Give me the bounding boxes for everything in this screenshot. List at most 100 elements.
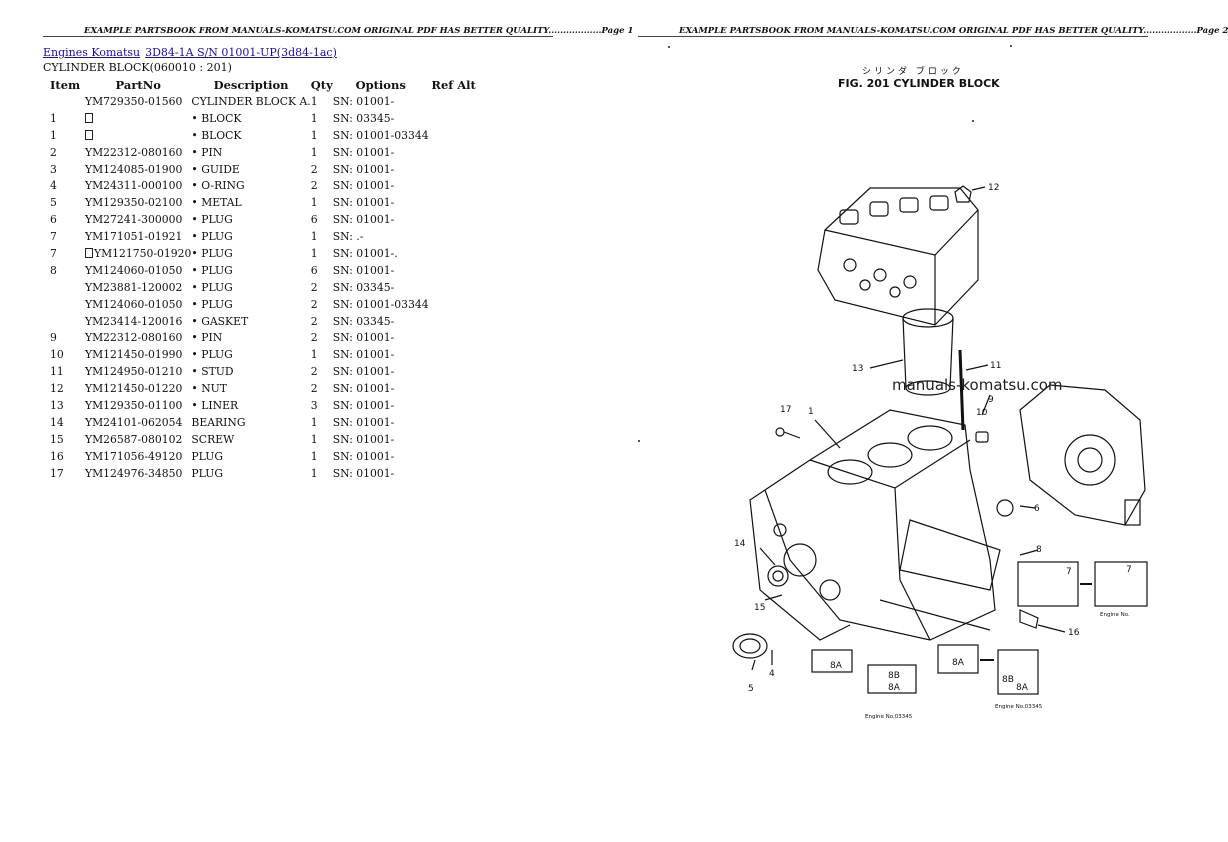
page-header-right: EXAMPLE PARTSBOOK FROM MANUALS-KOMATSU.C…	[679, 26, 1228, 36]
part-number-text: YM129350-02100	[85, 196, 183, 210]
cell-qty: 1	[310, 94, 318, 108]
bearing-14-shape	[767, 565, 789, 587]
cell-partno: YM26587-080102	[85, 431, 191, 448]
cell-ref-alt	[429, 228, 479, 245]
cell-partno: YM24101-062054	[85, 414, 191, 431]
cell-qty: 1	[310, 348, 318, 362]
cell-description: • PLUG	[191, 246, 233, 260]
cell-item: 8	[50, 263, 57, 277]
cell-description: • PIN	[191, 145, 223, 159]
cell-partno: YM121750-01920	[85, 245, 191, 262]
detail-box-8a	[937, 644, 979, 674]
cell-qty: 2	[310, 297, 318, 311]
part-number-text: YM729350-01560	[85, 94, 183, 108]
cell-options: SN: 01001-	[332, 263, 395, 277]
cell-description: • BLOCK	[191, 111, 242, 125]
part-number-text: YM124950-01210	[85, 365, 183, 379]
cell-options: SN: 03345-	[332, 314, 395, 328]
breadcrumb: Engines Komatsu 3D84-1A S/N 01001-UP(3d84…	[43, 46, 337, 59]
nut-12-shape	[954, 185, 972, 203]
cell-options: SN: 03345-	[332, 111, 395, 125]
cell-options: SN: 01001-	[332, 196, 395, 210]
cell-partno: YM171056-49120	[85, 448, 191, 465]
engine-note: Engine No.	[1100, 612, 1130, 618]
cell-options: SN: 01001-03344	[332, 297, 429, 311]
header-divider-right	[638, 36, 1148, 37]
cell-partno: YM124950-01210	[85, 363, 191, 380]
cell-qty: 2	[310, 280, 318, 294]
cell-options: SN: 01001-	[332, 382, 395, 396]
cell-item	[43, 296, 85, 313]
col-header-options: Options	[355, 78, 406, 92]
cell-item: 6	[50, 213, 57, 227]
cell-description: PLUG	[191, 449, 223, 463]
cell-options: SN: 01001-	[332, 449, 395, 463]
cell-ref-alt	[429, 144, 479, 161]
cell-item: 7	[50, 246, 57, 260]
cell-description: • PLUG	[191, 348, 233, 362]
cell-partno	[85, 110, 191, 127]
cell-ref-alt	[429, 177, 479, 194]
cell-item: 1	[50, 128, 57, 142]
part-number-text: YM121450-01990	[85, 348, 183, 362]
cell-qty: 1	[310, 415, 318, 429]
cell-partno: YM23881-120002	[85, 279, 191, 296]
missing-glyph-box	[85, 112, 93, 123]
cell-ref-alt	[429, 161, 479, 178]
cell-options: SN: 01001-	[332, 145, 395, 159]
part-number-text: YM129350-01100	[85, 398, 183, 412]
cell-qty: 3	[310, 398, 318, 412]
cell-partno: YM23414-120016	[85, 313, 191, 330]
cell-item: 2	[50, 145, 57, 159]
cell-ref-alt	[429, 110, 479, 127]
breadcrumb-link-model[interactable]: 3D84-1A S/N 01001-UP(3d84-1ac)	[145, 46, 337, 59]
part-number-text: YM124085-01900	[85, 162, 183, 176]
cell-qty: 6	[310, 263, 318, 277]
cell-partno: YM27241-300000	[85, 211, 191, 228]
cell-partno: YM22312-080160	[85, 329, 191, 346]
breadcrumb-link-engines[interactable]: Engines Komatsu	[43, 46, 141, 59]
cell-qty: 6	[310, 213, 318, 227]
callout-label: 5	[748, 684, 754, 694]
cell-description: • GASKET	[191, 314, 249, 328]
callout-label: 15	[754, 603, 765, 613]
cell-partno: YM124085-01900	[85, 161, 191, 178]
cell-options: SN: 01001-	[332, 415, 395, 429]
cell-ref-alt	[429, 431, 479, 448]
cell-qty: 1	[310, 196, 318, 210]
cell-options: SN: 01001-	[332, 179, 395, 193]
plug-17-shape	[775, 427, 785, 437]
cell-item: 9	[50, 331, 57, 345]
cell-ref-alt	[429, 296, 479, 313]
cell-description: • PLUG	[191, 230, 233, 244]
section-title: CYLINDER BLOCK(060010 : 201)	[43, 61, 232, 74]
cell-item: 12	[50, 382, 64, 396]
cell-options: SN: 01001-.	[332, 246, 398, 260]
cell-ref-alt	[429, 211, 479, 228]
cell-partno: YM129350-01100	[85, 397, 191, 414]
part-number-text: YM121750-01920	[94, 246, 192, 260]
cell-qty: 2	[310, 179, 318, 193]
callout-label: 4	[769, 669, 775, 679]
table-header-row: Item PartNo Description Qty Options Ref …	[43, 77, 479, 93]
detail-box-8a-left	[811, 649, 853, 673]
part-number-text: YM26587-080102	[85, 432, 183, 446]
cell-ref-alt	[429, 380, 479, 397]
cell-options: SN: 01001-	[332, 466, 395, 480]
detail-box-8b-left	[867, 664, 917, 694]
callout-label: 8B	[888, 671, 900, 681]
cell-item	[43, 93, 85, 110]
cell-qty: 1	[310, 449, 318, 463]
cell-partno	[85, 127, 191, 144]
